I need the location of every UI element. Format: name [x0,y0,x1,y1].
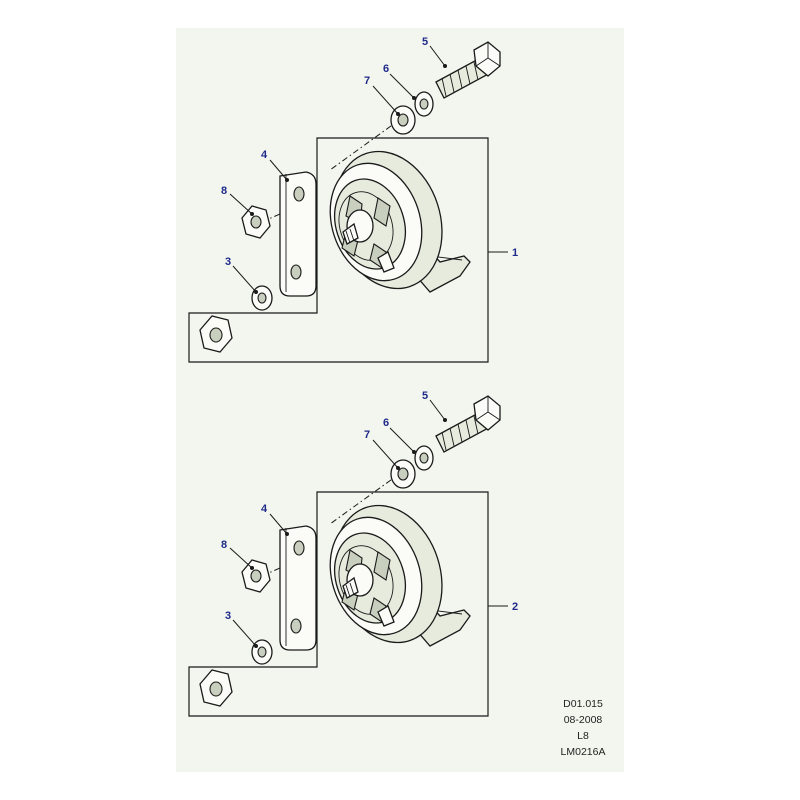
reference-block: D01.015 08-2008 L8 LM0216A [540,696,626,760]
callout-bracket: 4 [261,503,268,515]
callout-plain-washer: 7 [364,429,370,441]
revision-date: 08-2008 [563,714,603,726]
callout-clamp-washer: 3 [225,256,231,268]
callout-bolt: 5 [422,390,428,402]
callout-assembly: 2 [512,601,518,613]
callout-plain-washer: 7 [364,75,370,87]
callout-spring-washer: 6 [383,63,389,75]
callout-assembly: 1 [512,247,518,259]
diagram-sheet [176,28,624,772]
callout-clamp-washer: 3 [225,610,231,622]
callout-spring-washer: 6 [383,417,389,429]
callout-bracket: 4 [261,149,268,161]
assembly-2: 5 6 7 4 8 3 2 [188,390,518,717]
model-code: L8 [577,730,589,742]
assembly-1: 5 6 7 4 8 3 1 [188,36,518,363]
illustration-code: LM0216A [560,746,606,758]
callout-nut: 8 [221,539,227,551]
diagram-code: D01.015 [563,698,603,710]
callout-bolt: 5 [422,36,428,48]
callout-nut: 8 [221,185,227,197]
